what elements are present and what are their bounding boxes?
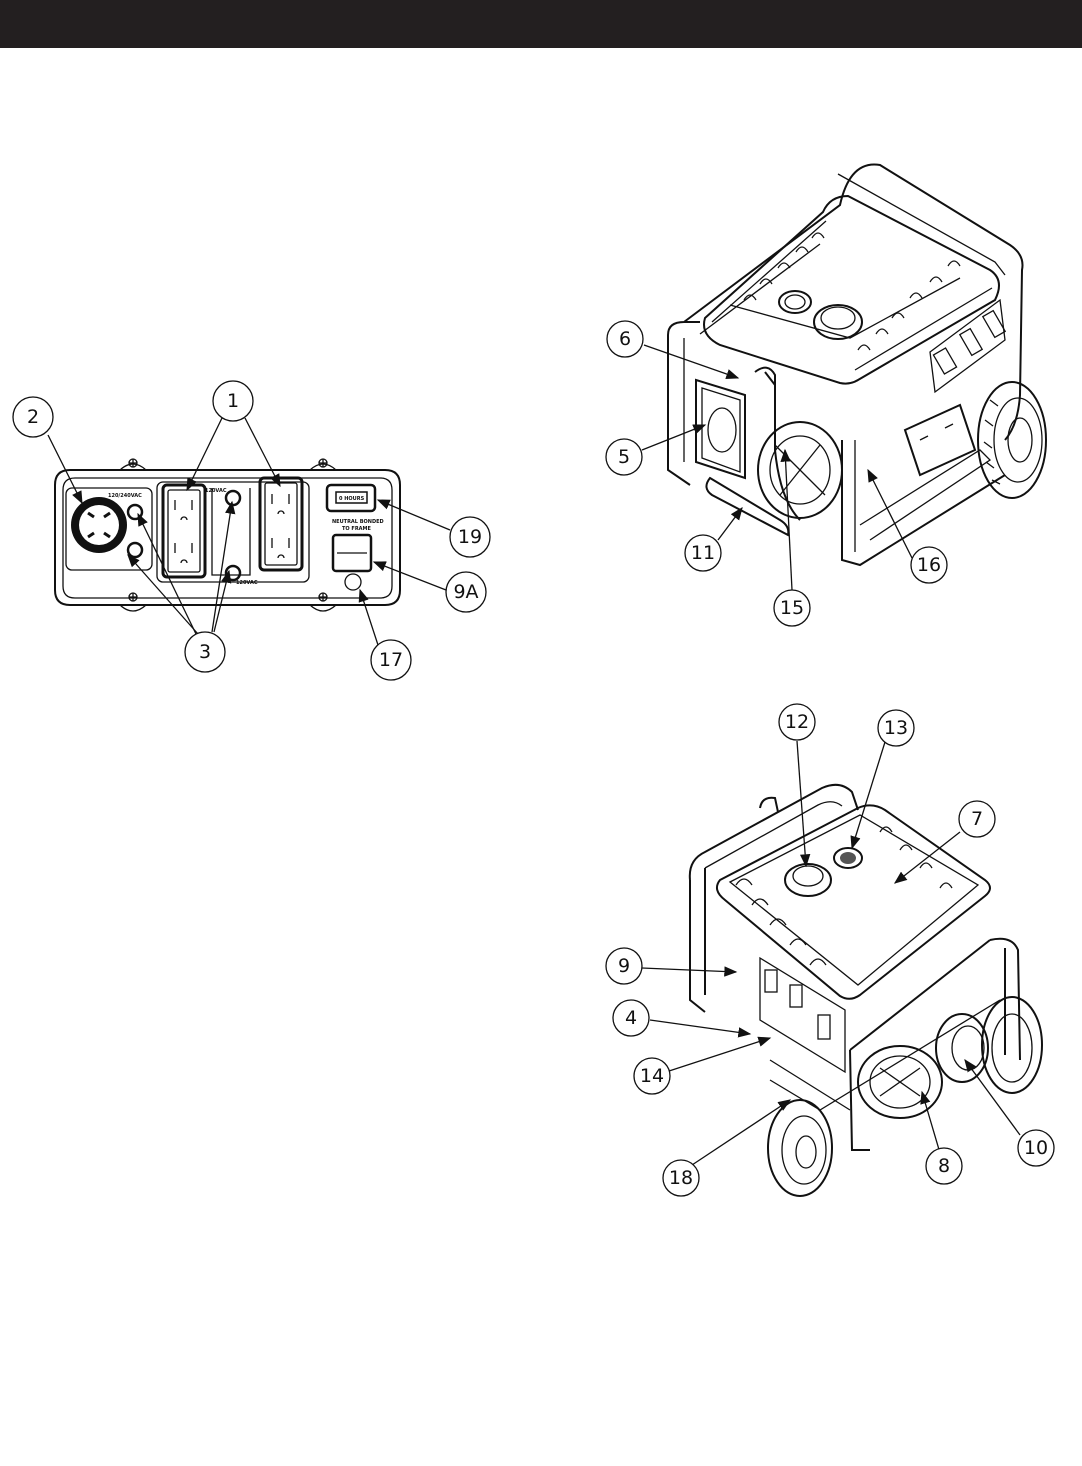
fuel-cap: [813, 304, 863, 340]
voltage-label-bottom: 120VAC: [236, 580, 258, 586]
control-panel: 120/240VAC 120VAC 120VAC 0 HOURS: [54, 458, 401, 612]
air-cleaner-cover: [935, 1013, 989, 1083]
callout-12: 12: [778, 703, 816, 741]
callout-19: 19: [449, 516, 491, 558]
screw-icon: [128, 458, 328, 602]
callout-9a-label: 9A: [453, 581, 478, 603]
callout-5: 5: [605, 438, 643, 476]
hour-meter: 0 HOURS: [325, 483, 377, 513]
voltage-label-twist: 120/240VAC: [108, 493, 142, 499]
callout-10-label: 10: [1024, 1137, 1048, 1159]
neutral-note-line2: TO FRAME: [342, 526, 372, 532]
rear-leaders: [641, 740, 1021, 1166]
callout-9A: 9A: [445, 571, 487, 613]
generator-rear-view: [688, 783, 1043, 1197]
callout-14: 14: [633, 1057, 671, 1095]
callout-1: 1: [212, 380, 254, 422]
callout-2-label: 2: [27, 406, 39, 428]
callout-3: 3: [184, 631, 226, 673]
callout-13-label: 13: [884, 717, 908, 739]
callout-11-label: 11: [691, 542, 715, 564]
callout-14-label: 14: [640, 1065, 664, 1087]
callout-16: 16: [910, 546, 948, 584]
tank-recesses: [735, 826, 953, 966]
voltage-label-top: 120VAC: [205, 488, 227, 494]
callout-5-label: 5: [618, 446, 630, 468]
breaker-button: [126, 503, 144, 559]
twist-lock-receptacle: [71, 497, 127, 553]
callout-1-label: 1: [227, 390, 239, 412]
tank-recesses: [743, 232, 961, 351]
callout-12-label: 12: [785, 711, 809, 733]
hour-meter-display: 0 HOURS: [339, 496, 365, 502]
callout-16-label: 16: [917, 554, 941, 576]
callout-10: 10: [1017, 1129, 1055, 1167]
wheel-icon: [977, 381, 1047, 499]
neutral-note-line1: NEUTRAL BONDED: [332, 519, 384, 525]
callout-7-label: 7: [971, 808, 983, 830]
wheel-icon: [767, 1099, 833, 1197]
callout-18-label: 18: [669, 1167, 693, 1189]
callout-13: 13: [877, 709, 915, 747]
callout-7: 7: [958, 800, 996, 838]
callout-19-label: 19: [458, 526, 482, 548]
ground-terminal: [344, 573, 362, 591]
callout-3-label: 3: [199, 641, 211, 663]
callout-9: 9: [605, 947, 643, 985]
fuel-cap: [784, 863, 832, 897]
callout-8-label: 8: [938, 1155, 950, 1177]
battery: [903, 403, 977, 477]
recoil-starter: [757, 421, 843, 519]
generator-front-view: [667, 163, 1047, 567]
callout-4: 4: [612, 999, 650, 1037]
panel-leaders: [47, 417, 451, 646]
fuel-gauge: [833, 847, 863, 869]
callout-11: 11: [684, 534, 722, 572]
callout-8: 8: [925, 1147, 963, 1185]
header-bar: [0, 0, 1082, 48]
wheel-icon: [981, 996, 1043, 1094]
duplex-receptacle-right: [258, 476, 304, 572]
callout-17-label: 17: [379, 649, 403, 671]
muffler: [705, 476, 790, 537]
callout-18: 18: [662, 1159, 700, 1197]
callout-2: 2: [12, 396, 54, 438]
callout-6: 6: [606, 320, 644, 358]
callout-9-label: 9: [618, 955, 630, 977]
callout-6-label: 6: [619, 328, 631, 350]
callout-4-label: 4: [625, 1007, 637, 1029]
front-leaders: [641, 344, 913, 591]
fuel-gauge: [778, 290, 812, 314]
callout-15: 15: [773, 589, 811, 627]
engine-shroud: [857, 1045, 943, 1119]
callout-17: 17: [370, 639, 412, 681]
air-filter: [695, 378, 746, 480]
callout-15-label: 15: [780, 597, 804, 619]
pull-handle: [754, 366, 801, 521]
duplex-receptacle-left: [161, 483, 207, 579]
breaker-button: [224, 489, 242, 582]
main-breaker-switch: [331, 533, 373, 573]
